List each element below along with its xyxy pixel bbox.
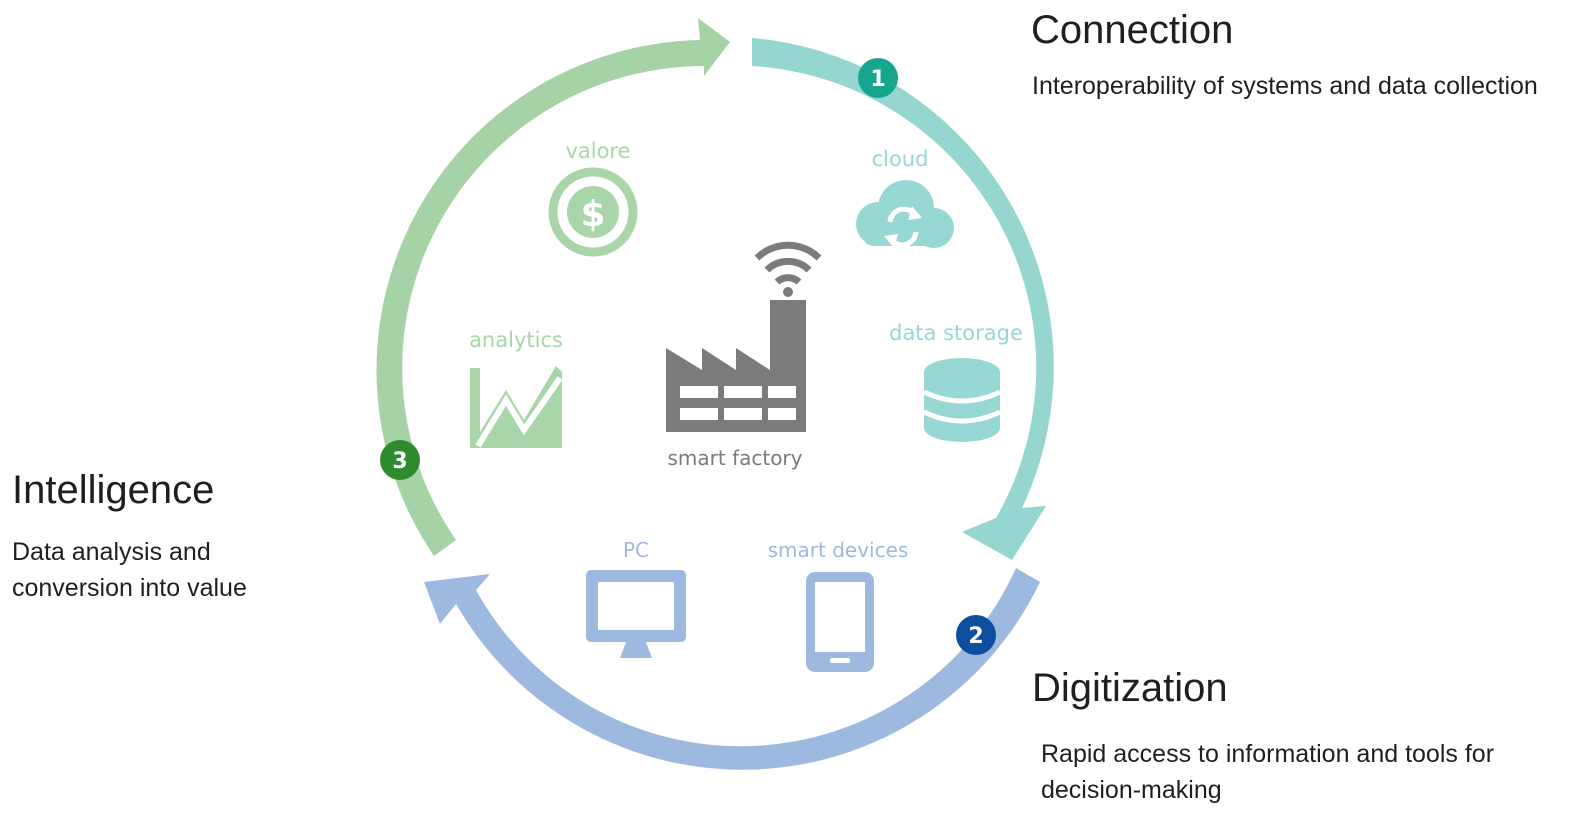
smart-factory-label: smart factory: [667, 446, 802, 470]
connection-title: Connection: [1031, 8, 1234, 52]
digitization-description: Rapid access to information and tools fo…: [1041, 740, 1495, 804]
line-chart-icon: [470, 366, 563, 448]
badge-1-circle: [858, 58, 898, 98]
intelligence-arc: [376, 18, 730, 556]
digitization-title: Digitization: [1032, 666, 1228, 710]
badge-1-number: 1: [870, 67, 885, 92]
dollar-coin-icon: $: [548, 167, 638, 257]
analytics-label: analytics: [469, 328, 563, 352]
badge-3-number: 3: [392, 449, 407, 474]
cloud-label: cloud: [872, 147, 929, 171]
smart-devices-label: smart devices: [768, 538, 909, 562]
valore-label: valore: [565, 139, 630, 163]
smartphone-icon: [806, 572, 874, 672]
badge-2-number: 2: [968, 624, 983, 649]
connection-description: Interoperability of systems and data col…: [1032, 72, 1538, 100]
badge-2: 2: [956, 615, 996, 655]
badge-3: 3: [380, 440, 420, 480]
data-storage-label: data storage: [889, 321, 1023, 345]
badge-3-circle: [380, 440, 420, 480]
badge-1: 1: [858, 58, 898, 98]
monitor-icon: [586, 570, 686, 658]
factory-wifi-icon: [666, 241, 822, 432]
intelligence-title: Intelligence: [12, 468, 215, 512]
svg-text:$: $: [580, 194, 605, 235]
digitization-arc: [424, 568, 1040, 770]
connection-arc: [752, 38, 1054, 560]
database-icon: [922, 358, 1002, 442]
intelligence-description: Data analysis and conversion into value: [12, 538, 247, 602]
badge-2-circle: [956, 615, 996, 655]
cloud-sync-icon: [856, 180, 954, 248]
pc-label: PC: [623, 538, 649, 562]
